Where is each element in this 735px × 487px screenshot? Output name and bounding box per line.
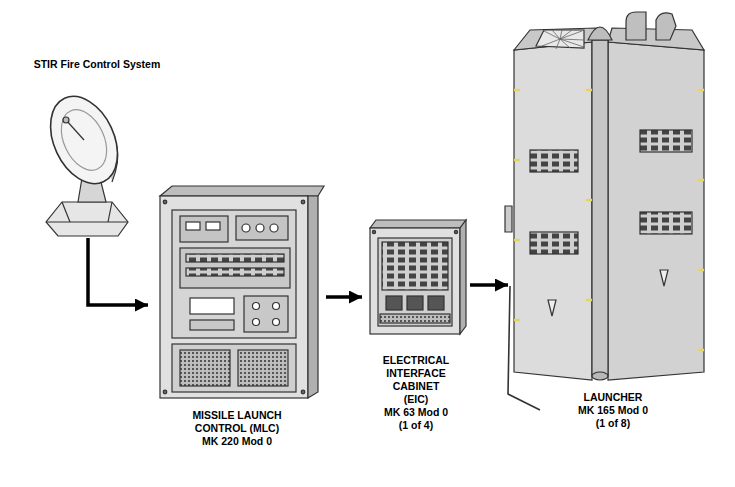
eic-cabinet-part [454,230,457,233]
launcher-module-part [592,40,608,376]
launcher-module-part [530,150,578,172]
eic-cabinet [370,220,466,334]
mlc-cabinet-part [270,224,278,232]
launcher-module-part [608,42,704,380]
mlc-cabinet-part [253,303,260,310]
launcher-module-part [530,232,578,254]
eic-cabinet-part [372,230,375,233]
eic-cabinet-part [378,238,452,326]
launcher-module-part [514,28,596,50]
mlc-cabinet-part [172,344,296,392]
eic-cabinet-part [407,296,423,310]
launcher-module-part [640,212,692,234]
launcher-module-part [656,13,676,40]
stir-radar-dish-part [37,86,130,195]
launcher-module-part [588,27,612,40]
mlc-cabinet-part [180,350,230,386]
interface-cabinet: ELECTRICAL INTERFACE CABINET (EIC)MK 63 … [362,215,470,432]
mlc-cabinet-part [256,224,264,232]
launcher-module-part [542,30,584,49]
mlc-cabinet-part [238,350,288,386]
node-subtitle: (1 of 8) [596,417,630,430]
node-title: LAUNCHER [584,391,643,404]
launcher-module-part [660,270,668,286]
launcher-module-part [626,12,646,40]
stir-radar-dish [37,86,130,236]
mlc-cabinet-part [273,303,280,310]
eic-cabinet-part [382,242,448,290]
fire-control-unit: STIR Fire Control System [27,58,167,238]
mlc-cabinet-part [301,200,305,204]
eic-cabinet-part [428,296,444,310]
launcher-module-part [505,206,512,232]
mlc-cabinet-part [163,200,167,204]
launcher-module-part [548,300,556,316]
mlc-cabinet-part [186,222,200,230]
mlc-cabinet-part [163,390,167,394]
eic-cabinet-part [460,220,466,334]
node-title: MISSILE LAUNCH CONTROL (MLC) [187,409,287,435]
launcher-module-part [592,372,608,380]
eic-cabinet-part [370,220,466,228]
stir-radar-dish-part [46,202,128,222]
launcher-module-part [640,130,692,152]
mlc-cabinet-part [253,319,260,326]
mlc-cabinet-part [242,224,250,232]
node-subtitle: (1 of 4) [399,419,433,432]
mlc-cabinet-part [180,248,290,288]
mlc-cabinet-part [206,222,220,230]
eic-cabinet-part [386,296,402,310]
node-title: STIR Fire Control System [34,58,161,71]
eic-cabinet-part [370,228,460,334]
node-subtitle: MK 220 Mod 0 [202,435,272,448]
stir-radar-dish-part [52,103,115,178]
mlc-cabinet-part [190,320,234,330]
stir-radar-dish-part [63,117,69,123]
flow-arrow [470,283,508,287]
launch-control-cabinet: MISSILE LAUNCH CONTROL (MLC)MK 220 Mod 0 [148,184,326,448]
launcher-module-part [536,30,584,48]
flow-arrow [326,295,362,299]
mlc-cabinet-part [308,196,318,398]
mlc-cabinet-part [172,210,296,338]
stir-radar-dish-part [46,202,128,236]
mlc-cabinet [160,186,324,398]
mlc-cabinet-part [186,268,284,276]
node-title: ELECTRICAL INTERFACE CABINET (EIC) [381,354,451,406]
mlc-cabinet-part [180,216,228,242]
mlc-cabinet-part [273,319,280,326]
eic-cabinet-part [380,314,450,323]
mlc-cabinet-part [301,390,305,394]
mlc-cabinet-part [160,186,324,196]
mlc-cabinet-part [186,254,284,262]
flow-arrow [88,238,148,305]
launcher-module-part [514,90,704,350]
node-subtitle: MK 63 Mod 0 [384,406,448,419]
mlc-cabinet-part [160,196,308,398]
launcher-module-part [514,42,592,380]
launcher-module [505,12,704,410]
launcher-unit: LAUNCHERMK 165 Mod 0(1 of 8) [508,20,718,430]
mlc-cabinet-part [244,296,288,332]
mlc-cabinet-part [190,298,234,314]
stir-radar-dish-part [66,120,84,140]
node-subtitle: MK 165 Mod 0 [578,404,648,417]
mlc-cabinet-part [236,216,288,240]
